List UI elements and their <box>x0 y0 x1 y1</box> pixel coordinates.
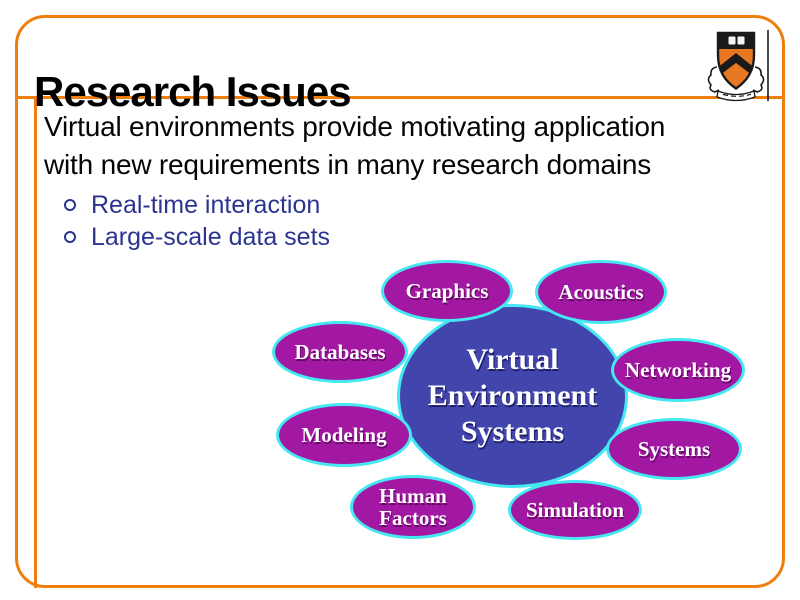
princeton-shield-icon <box>703 27 775 107</box>
satellite-label: Acoustics <box>558 279 644 304</box>
center-label-line: Systems <box>460 415 565 448</box>
body-text-line-2: with new requirements in many research d… <box>44 149 652 180</box>
satellite-ellipse-acoustics: Acoustics <box>535 260 667 324</box>
bullet-label: Large-scale data sets <box>91 223 331 251</box>
satellite-ellipse-systems: Systems <box>606 418 742 480</box>
satellite-ellipse-databases: Databases <box>272 321 408 383</box>
satellite-label: Modeling <box>301 422 387 447</box>
satellite-label: Human Factors <box>379 483 447 530</box>
bullet-item: Real-time interaction <box>60 189 330 221</box>
satellite-label: Graphics <box>405 278 489 303</box>
center-label-line: Virtual <box>466 343 559 376</box>
title-underline-rule <box>15 96 785 99</box>
center-label-line: Environment <box>427 379 598 412</box>
satellite-ellipse-networking: Networking <box>611 338 745 402</box>
left-vertical-rule <box>34 96 37 588</box>
satellite-label: Systems <box>637 436 711 461</box>
body-text: Virtual environments provide motivating … <box>44 108 774 184</box>
slide-title: Research Issues <box>34 68 352 116</box>
satellite-ellipse-graphics: Graphics <box>381 260 513 322</box>
satellite-ellipse-simulation: Simulation <box>508 480 642 540</box>
satellite-ellipse-human-factors: Human Factors <box>350 475 476 539</box>
center-ellipse-virtual-environment-systems: Virtual Environment Systems <box>397 304 628 488</box>
slide-border-frame <box>15 15 785 588</box>
body-text-line-1: Virtual environments provide motivating … <box>44 111 666 142</box>
bullet-item: Large-scale data sets <box>60 221 330 253</box>
bullet-list: Real-time interaction Large-scale data s… <box>60 189 330 253</box>
satellite-label: Databases <box>294 339 386 364</box>
circle-bullet-icon <box>64 231 76 243</box>
bullet-label: Real-time interaction <box>91 191 321 219</box>
satellite-label: Networking <box>624 357 732 382</box>
satellite-label: Simulation <box>525 497 625 522</box>
circle-bullet-icon <box>64 199 76 211</box>
satellite-ellipse-modeling: Modeling <box>276 403 412 467</box>
